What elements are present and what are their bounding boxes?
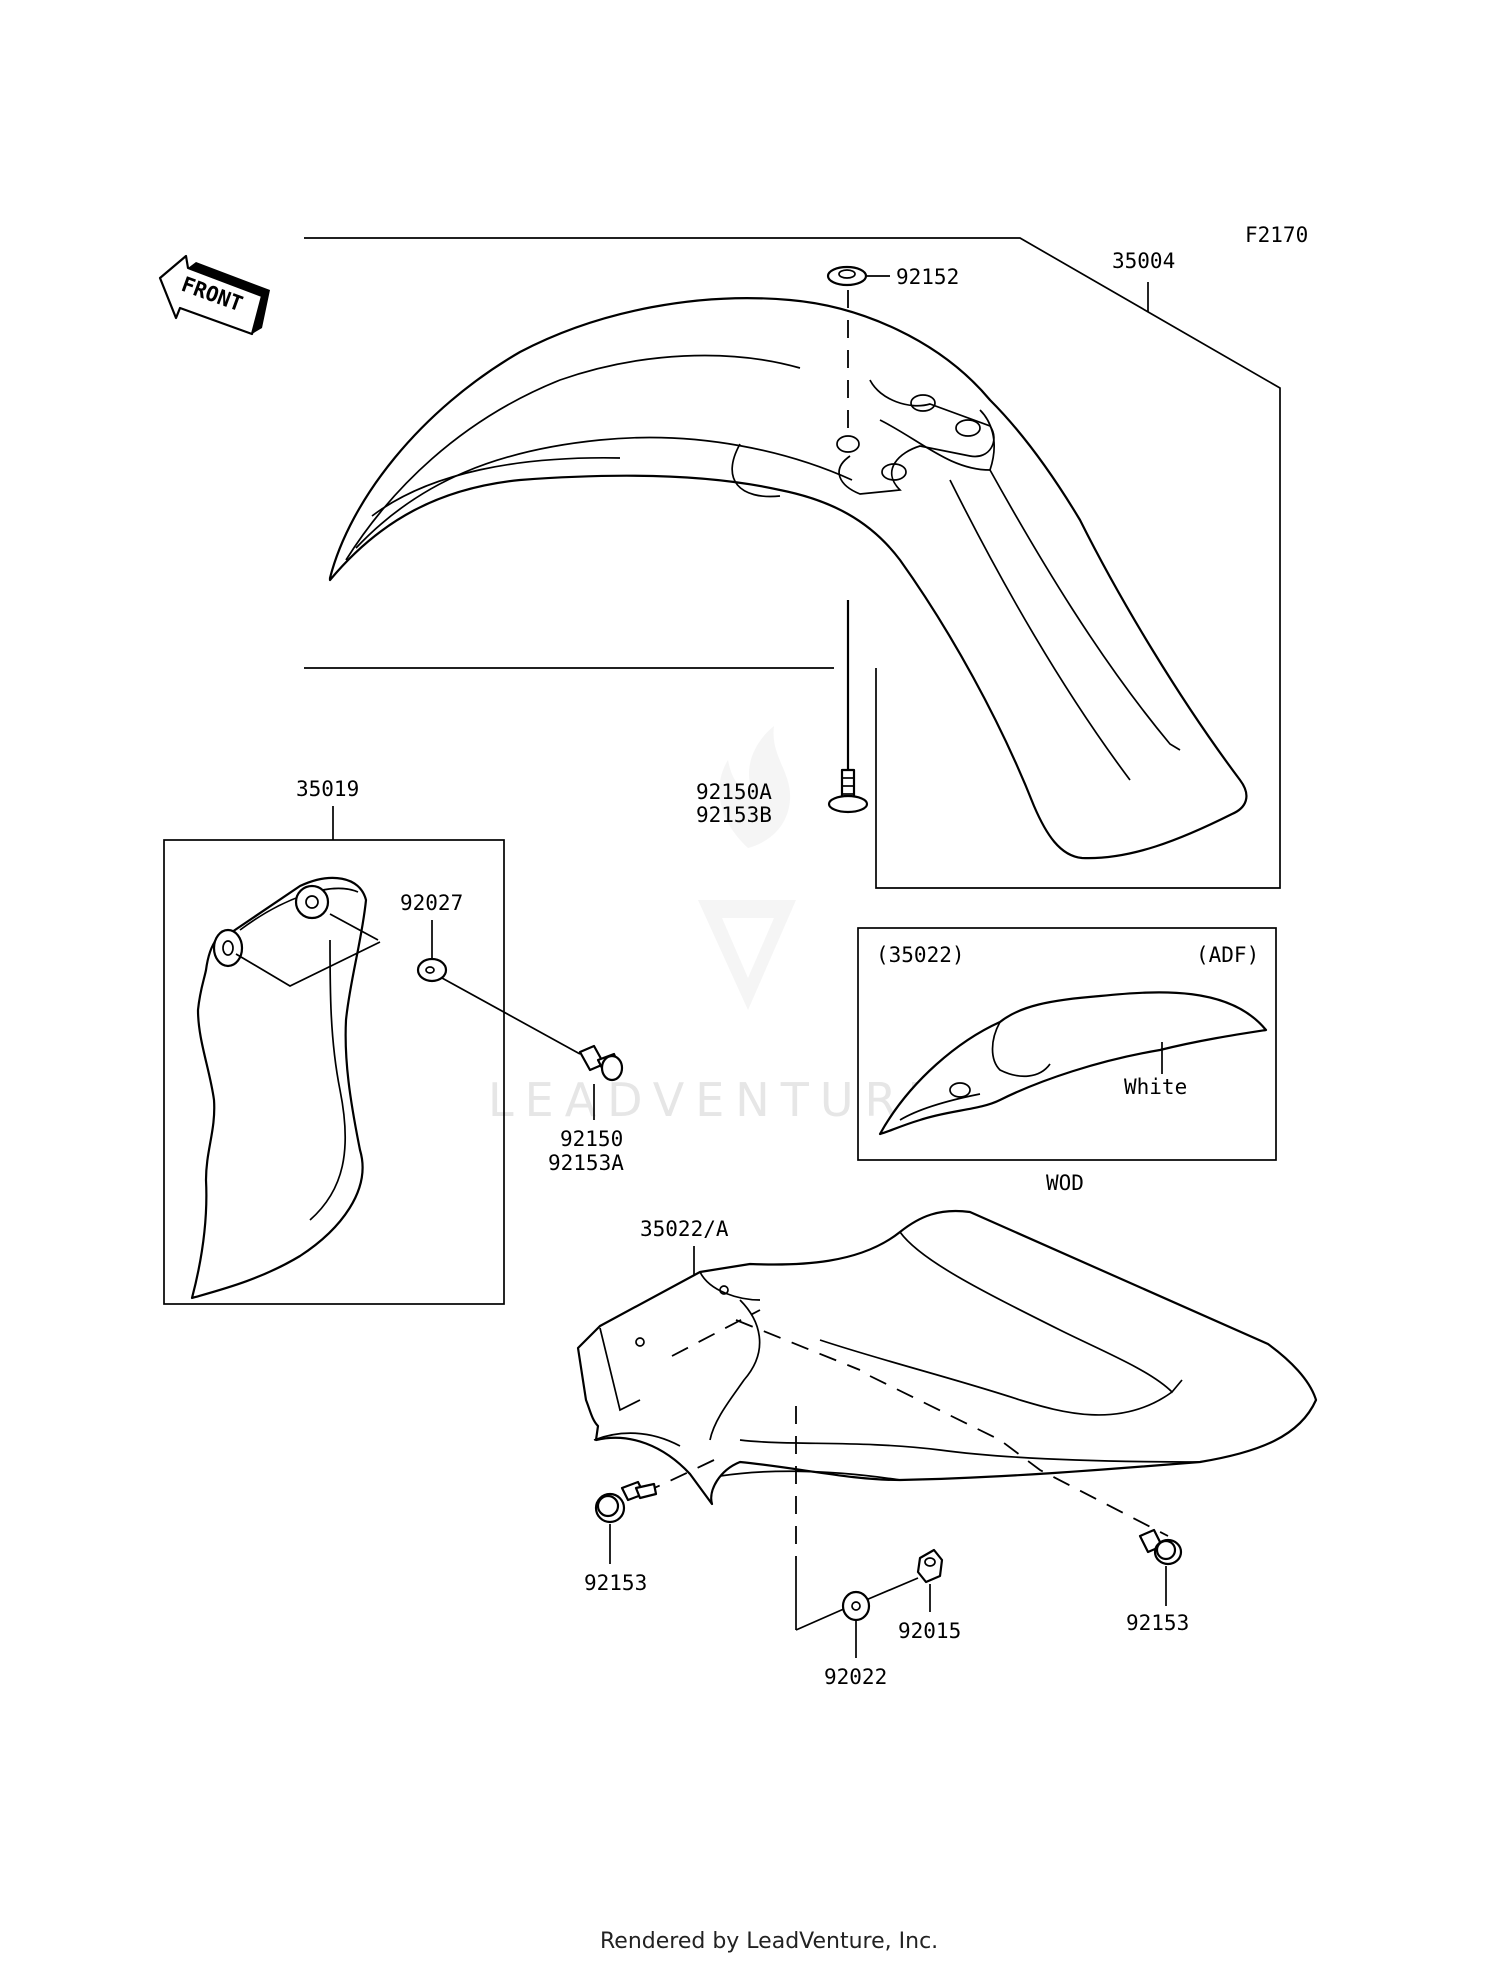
option-fender xyxy=(878,991,1268,1136)
option-frame xyxy=(857,927,1277,1161)
label-92153A: 92153A xyxy=(548,1151,624,1175)
label-92152: 92152 xyxy=(896,265,959,289)
grommet-icon xyxy=(826,265,868,287)
label-92022: 92022 xyxy=(824,1665,887,1689)
bolt-icon xyxy=(1138,1528,1183,1566)
fender-hole xyxy=(836,435,860,453)
front-arrow-icon: FRONT xyxy=(158,254,270,336)
label-92150A: 92150A xyxy=(696,780,772,804)
label-35022A: 35022/A xyxy=(640,1217,729,1241)
washer-icon xyxy=(416,957,448,983)
leader-92150 xyxy=(441,977,581,1055)
bolt-icon xyxy=(594,1480,658,1524)
leader-92015 xyxy=(865,1577,919,1601)
label-35004: 35004 xyxy=(1112,249,1175,273)
watermark-text: LEADVENTURE xyxy=(488,1073,948,1127)
flap-frame xyxy=(163,839,505,1305)
label-white: White xyxy=(1124,1075,1187,1099)
diagram-code: F2170 xyxy=(1245,223,1308,247)
label-92153B: 92153B xyxy=(696,803,772,827)
label-92150: 92150 xyxy=(560,1127,623,1151)
flap xyxy=(190,876,381,1300)
bolt-icon xyxy=(827,768,869,814)
label-92015: 92015 xyxy=(898,1619,961,1643)
watermark-logo xyxy=(698,726,796,1010)
label-35019: 35019 xyxy=(296,777,359,801)
front-fender-frame xyxy=(304,237,1281,889)
label-wod: WOD xyxy=(1046,1171,1084,1195)
label-adf: (ADF) xyxy=(1196,943,1259,967)
footer-credit: Rendered by LeadVenture, Inc. xyxy=(600,1929,938,1954)
fender-hole xyxy=(955,419,981,437)
fender-hole xyxy=(910,394,936,412)
label-92153-right: 92153 xyxy=(1126,1611,1189,1635)
label-92153-left: 92153 xyxy=(584,1571,647,1595)
label-92027: 92027 xyxy=(400,891,463,915)
bolt-icon xyxy=(578,1044,624,1082)
nut-icon xyxy=(916,1548,944,1584)
front-fender xyxy=(328,297,1248,860)
rear-fender xyxy=(576,1209,1318,1506)
label-35022-ref: (35022) xyxy=(876,943,965,967)
washer-icon xyxy=(841,1590,871,1622)
leader-92022-diag xyxy=(795,1607,847,1631)
rear-fender-dashes xyxy=(671,1309,1169,1537)
